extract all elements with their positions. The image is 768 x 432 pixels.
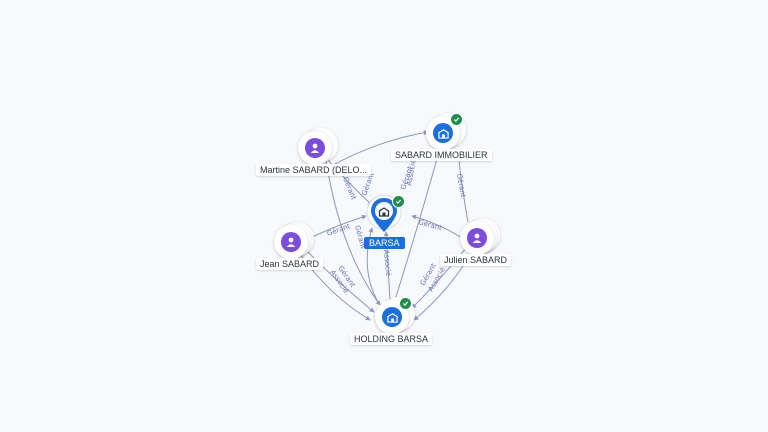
- edge-holding-barsa-barsa-2: [366, 227, 379, 303]
- edge-julien-holding-barsa-1: [411, 247, 467, 309]
- edge-label: Gérant: [455, 173, 467, 198]
- edge-julien-barsa: [411, 214, 463, 239]
- verified-check-icon: [392, 195, 405, 208]
- building-icon: [433, 123, 453, 143]
- node-label-julien[interactable]: Julien SABARD: [440, 254, 512, 266]
- edge-martine-holding-barsa: [325, 159, 381, 306]
- edge-label: Gérant: [326, 222, 352, 238]
- person-icon: [281, 232, 301, 252]
- node-label-holding-barsa[interactable]: HOLDING BARSA: [350, 333, 433, 345]
- edge-holding-sabard-immobilier: [394, 147, 442, 301]
- edge-jean-barsa: [309, 214, 367, 239]
- edge-label: Associé: [382, 249, 392, 276]
- node-holding-barsa[interactable]: [375, 297, 415, 334]
- node-bubble: [298, 131, 332, 165]
- node-bubble: [426, 113, 463, 150]
- building-icon: [382, 307, 402, 327]
- verified-check-icon: [399, 297, 412, 310]
- person-icon: [467, 228, 487, 248]
- node-label-barsa[interactable]: BARSA: [364, 237, 405, 249]
- edge-jean-holding-barsa-1: [305, 249, 375, 313]
- node-barsa[interactable]: [366, 194, 405, 232]
- node-martine[interactable]: [298, 128, 338, 165]
- node-bubble: [375, 297, 412, 334]
- node-bubble: [274, 225, 308, 259]
- edge-label: Gérant: [417, 218, 443, 232]
- node-bubble: [460, 221, 494, 255]
- node-label-sabard-immobilier[interactable]: SABARD IMMOBILIER: [391, 149, 492, 161]
- node-sabard-immobilier[interactable]: [426, 113, 466, 150]
- node-julien[interactable]: [460, 218, 500, 255]
- person-icon: [305, 138, 325, 158]
- verified-check-icon: [450, 113, 463, 126]
- node-label-jean[interactable]: Jean SABARD: [256, 258, 324, 270]
- edge-label: Associé: [405, 159, 417, 186]
- node-jean[interactable]: [274, 222, 314, 259]
- node-label-martine[interactable]: Martine SABARD (DELO...: [256, 164, 372, 176]
- edge-martine-sabard-immobilier: [332, 130, 429, 166]
